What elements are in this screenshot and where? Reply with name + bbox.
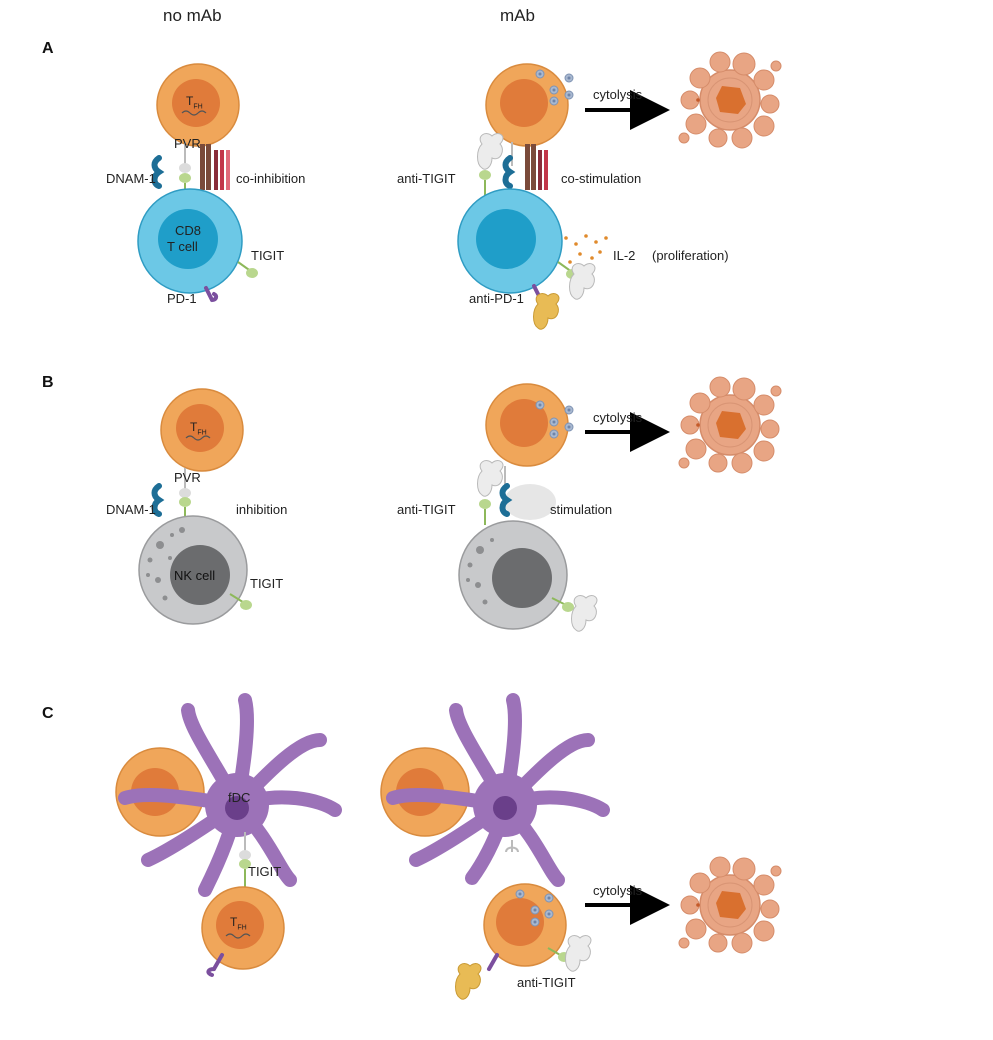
dead-cell-icon [678,376,782,474]
nk-nucleus [170,545,230,605]
anti-tigit-antibody-icon [571,595,598,632]
fdc-nucleus [225,796,249,820]
pvr-label: PVR [174,470,201,485]
tigit-icon [239,859,251,869]
anti-tigit-antibody-icon [565,935,592,972]
anti-tigit-antibody-icon [477,460,504,497]
tfh-label: TFH [230,915,247,932]
dnam1-icon [502,155,516,189]
proliferation-label: (proliferation) [652,248,729,263]
antigen-icon [564,422,574,432]
antigen-icon [564,90,574,100]
anti-tigit-label: anti-TIGIT [397,171,456,186]
panel-b-right [458,376,782,632]
dnam1-label: DNAM-1 [106,502,156,517]
antigen-icon [564,405,574,415]
pd1-icon [204,286,219,302]
co-stimulation-label: co-stimulation [561,171,642,186]
anti-pd1-antibody-icon [455,963,482,1000]
tfh-nucleus [500,399,548,447]
antigen-icon [549,96,559,106]
panel-c-right [380,693,782,1000]
co-stimulatory-receptors-icon [525,144,548,190]
pvr-label: PVR [174,136,201,151]
anti-tigit-antibody-icon [569,263,596,300]
tfh-nucleus [216,901,264,949]
dnam1-icon [151,483,165,517]
antigen-icon [549,417,559,427]
antigen-icon [549,429,559,439]
antigen-icon [530,905,540,915]
panel-label-b: B [42,374,54,391]
co-inhibition-label: co-inhibition [236,171,306,186]
panel-c-left [115,693,342,977]
pvr-icon [179,163,191,173]
column-header-mab: mAb [500,6,535,25]
inhibition-label: inhibition [236,502,288,517]
nk-granules-icon [466,538,494,605]
dna-icon [181,110,207,116]
antigen-icon [530,917,540,927]
panel-label-a: A [42,40,54,57]
tigit-icon [246,268,258,278]
panel-b-left [138,388,252,625]
cd8-nucleus [476,209,536,269]
anti-tigit-label: anti-TIGIT [397,502,456,517]
panel-a-right [457,51,782,330]
fdc-nucleus [493,796,517,820]
pvr-icon [179,488,191,498]
cd8-nucleus [158,209,218,269]
co-inhibitory-receptors-icon [200,144,230,190]
anti-pd1-label: anti-PD-1 [469,291,524,306]
il2-dots-icon [564,234,608,264]
dnam1-icon [499,483,513,517]
anti-tigit-label: anti-TIGIT [517,975,576,990]
tfh-label: TFH [186,94,203,111]
pd1-icon [206,953,224,977]
fdc-label: fDC [228,790,251,805]
nk-granules-icon [146,527,185,601]
tigit-icon [240,600,252,610]
dna-icon [225,933,251,939]
tfh-label: TFH [190,420,207,437]
tigit-label: TIGIT [248,864,282,879]
cytolysis-label: cytolysis [593,883,643,898]
tigit-label: TIGIT [250,576,284,591]
antigen-icon [544,909,554,919]
antigen-icon [515,889,525,899]
il2-label: IL-2 [613,248,636,263]
cytolysis-label: cytolysis [593,410,643,425]
pd1-label: PD-1 [167,291,197,306]
cytolysis-label: cytolysis [593,87,643,102]
tfh-nucleus [172,79,220,127]
nk-nucleus [492,548,552,608]
antigen-icon [549,85,559,95]
nk-cell-label: NK cell [174,568,216,583]
antigen-icon [535,69,545,79]
stimulation-label: stimulation [550,502,613,517]
tigit-label: TIGIT [251,248,285,263]
antigen-icon [564,73,574,83]
stimulation-cloud-icon [504,484,556,520]
dead-cell-icon [678,856,782,954]
tfh-nucleus [176,404,224,452]
dnam1-label: DNAM-1 [106,171,156,186]
dead-cell-icon [678,51,782,149]
dna-icon [185,435,211,441]
anti-pd1-antibody-icon [533,293,560,330]
pd1-icon [487,953,499,971]
tfh-nucleus [500,79,548,127]
dnam1-icon [151,155,165,189]
cd8-label-line2: T cell [167,239,198,254]
panel-a-left [137,63,258,302]
anti-tigit-antibody-icon [477,133,504,170]
antigen-icon [535,400,545,410]
panel-label-c: C [42,705,54,722]
antigen-icon [544,893,554,903]
cd8-label-line1: CD8 [175,223,202,238]
pvr-icon [505,840,519,853]
column-header-no-mab: no mAb [163,6,222,25]
